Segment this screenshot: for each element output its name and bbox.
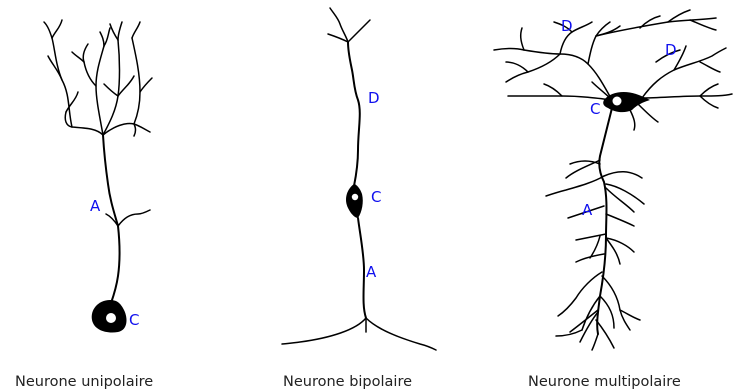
multipolar-caption: Neurone multipolaire — [528, 374, 681, 390]
unipolar-label-axon: A — [90, 197, 101, 215]
multipolar-neuron: D D C A Neurone multipolaire — [494, 10, 732, 390]
multipolar-dendrites — [494, 10, 732, 130]
bipolar-label-dendrite: D — [368, 89, 380, 107]
bipolar-caption: Neurone bipolaire — [283, 374, 412, 390]
unipolar-label-cell-body: C — [129, 311, 139, 329]
multipolar-label-dendrite-2: D — [665, 41, 677, 59]
unipolar-dendrites — [44, 20, 152, 136]
bipolar-label-axon: A — [366, 263, 377, 281]
unipolar-neuron: A C Neurone unipolaire — [15, 20, 153, 390]
unipolar-axon — [103, 135, 150, 306]
multipolar-label-cell-body: C — [590, 100, 600, 118]
multipolar-axon — [546, 108, 644, 350]
unipolar-caption: Neurone unipolaire — [15, 374, 153, 390]
bipolar-axon — [282, 218, 436, 350]
multipolar-label-dendrite-1: D — [561, 17, 573, 35]
bipolar-label-cell-body: C — [371, 188, 381, 206]
bipolar-neuron: D C A Neurone bipolaire — [282, 8, 436, 390]
unipolar-cell-body — [92, 300, 127, 333]
bipolar-cell-body — [346, 184, 363, 218]
multipolar-label-axon: A — [582, 201, 593, 219]
bipolar-dendrites — [328, 8, 370, 186]
